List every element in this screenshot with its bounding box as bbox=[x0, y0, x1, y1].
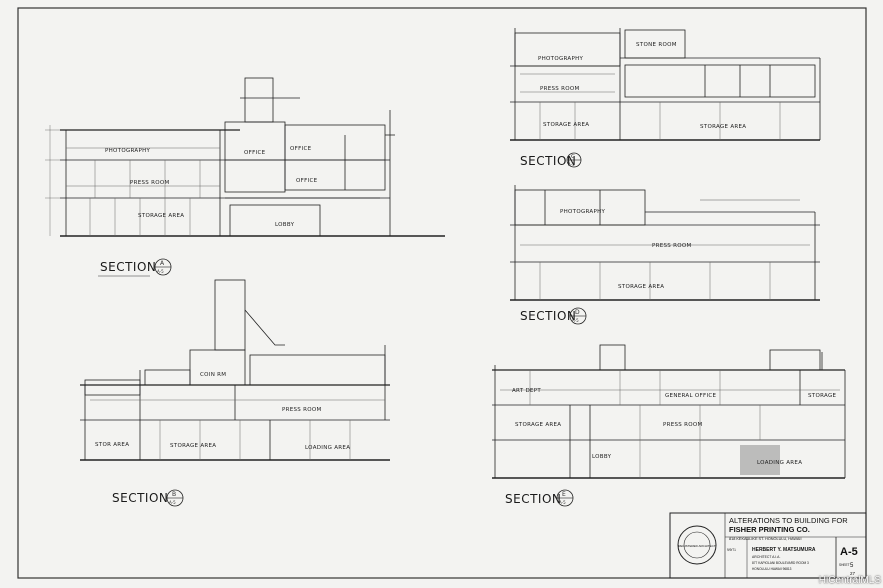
architect-name: HERBERT Y. MATSUMURA bbox=[752, 547, 816, 553]
section-a-room-labels: PHOTOGRAPHY PRESS ROOM STORAGE AREA OFFI… bbox=[105, 146, 318, 228]
section-b-room-labels: PRESS ROOM STORAGE AREA STOR AREA LOADIN… bbox=[95, 372, 350, 451]
room-label: OFFICE bbox=[290, 146, 312, 152]
svg-text:A-5: A-5 bbox=[572, 318, 579, 323]
sheet-total: 27 bbox=[850, 571, 856, 576]
svg-text:SECTION: SECTION bbox=[505, 492, 561, 506]
room-label: STORAGE bbox=[808, 393, 837, 399]
room-label: PRESS ROOM bbox=[663, 422, 703, 428]
svg-text:SECTION: SECTION bbox=[520, 154, 576, 168]
room-label: STONE ROOM bbox=[636, 42, 677, 48]
section-e-room-labels: ART DEPT GENERAL OFFICE STORAGE STORAGE … bbox=[512, 388, 837, 466]
room-label: STORAGE AREA bbox=[618, 284, 664, 290]
svg-text:A-5: A-5 bbox=[559, 500, 566, 505]
room-label: STORAGE AREA bbox=[515, 422, 561, 428]
architect-title: ARCHITECT A.I.A. bbox=[752, 555, 780, 559]
sheet-index: 5 bbox=[850, 563, 854, 569]
room-label: PHOTOGRAPHY bbox=[538, 56, 584, 62]
svg-text:B: B bbox=[172, 491, 176, 498]
room-label: PRESS ROOM bbox=[652, 243, 692, 249]
section-b-drawing bbox=[80, 279, 390, 461]
room-label: STORAGE AREA bbox=[138, 213, 184, 219]
room-label: PHOTOGRAPHY bbox=[105, 148, 151, 154]
section-c-drawing bbox=[510, 28, 821, 141]
svg-text:A-5: A-5 bbox=[568, 162, 575, 167]
svg-text:SECTION: SECTION bbox=[100, 260, 156, 274]
svg-text:E: E bbox=[562, 491, 566, 498]
room-label: ART DEPT bbox=[512, 388, 541, 394]
svg-text:REGISTERED ARCHITECT: REGISTERED ARCHITECT bbox=[678, 544, 716, 548]
room-label: LOBBY bbox=[592, 454, 612, 460]
svg-text:SECTION: SECTION bbox=[112, 491, 168, 505]
title-block: REGISTERED ARCHITECT ALTERATIONS TO BUIL… bbox=[669, 512, 867, 579]
section-c-room-labels: PHOTOGRAPHY STONE ROOM PRESS ROOM STORAG… bbox=[538, 42, 746, 130]
section-c-title: SECTION C A-5 bbox=[520, 152, 582, 168]
section-a-drawing bbox=[45, 77, 445, 237]
section-e-title: SECTION E A-5 bbox=[505, 489, 574, 507]
room-label: STORAGE AREA bbox=[543, 122, 589, 128]
room-label: STORAGE AREA bbox=[170, 443, 216, 449]
room-label: PRESS ROOM bbox=[540, 86, 580, 92]
svg-text:A-5: A-5 bbox=[157, 269, 164, 274]
project-address: 818 KEKAULIKE ST. HONOLULU, HAWAII bbox=[729, 537, 802, 541]
drawing-date: 9/9/71 bbox=[727, 548, 736, 552]
svg-text:D: D bbox=[575, 309, 580, 316]
svg-text:SECTION: SECTION bbox=[520, 309, 576, 323]
section-e-drawing bbox=[492, 344, 846, 479]
room-label: OFFICE bbox=[244, 150, 266, 156]
room-label: PRESS ROOM bbox=[130, 180, 170, 186]
section-d-room-labels: PHOTOGRAPHY PRESS ROOM STORAGE AREA bbox=[560, 209, 692, 290]
room-label: COIN RM bbox=[200, 372, 226, 378]
section-d-drawing bbox=[510, 185, 820, 301]
architect-city: HONOLULU HAWAII 96813 bbox=[752, 567, 792, 571]
architect-seal: REGISTERED ARCHITECT bbox=[677, 525, 717, 565]
room-label: LOBBY bbox=[275, 222, 295, 228]
section-d-title: SECTION D A-5 bbox=[520, 307, 587, 325]
room-label: LOADING AREA bbox=[757, 460, 802, 466]
room-label: LOADING AREA bbox=[305, 445, 350, 451]
room-label: GENERAL OFFICE bbox=[665, 393, 717, 399]
project-title-line1: ALTERATIONS TO BUILDING FOR bbox=[729, 516, 848, 525]
section-b-title: SECTION B A-5 bbox=[112, 489, 184, 507]
sheet-label: SHEET bbox=[839, 563, 850, 567]
room-label: STOR AREA bbox=[95, 442, 129, 448]
architect-address: 877 KAPIOLANI BOULEVARD ROOM 3 bbox=[752, 561, 809, 565]
sheet-number: A-5 bbox=[840, 546, 858, 558]
section-a-title: SECTION A A-5 bbox=[98, 258, 172, 277]
room-label: PRESS ROOM bbox=[282, 407, 322, 413]
project-title-line2: FISHER PRINTING CO. bbox=[729, 525, 810, 534]
svg-text:A: A bbox=[160, 260, 165, 267]
room-label: STORAGE AREA bbox=[700, 124, 746, 130]
room-label: OFFICE bbox=[296, 178, 318, 184]
svg-text:C: C bbox=[571, 154, 575, 160]
room-label: PHOTOGRAPHY bbox=[560, 209, 606, 215]
watermark-text: HiCentralMLS bbox=[818, 575, 881, 586]
svg-text:A-5: A-5 bbox=[169, 500, 176, 505]
